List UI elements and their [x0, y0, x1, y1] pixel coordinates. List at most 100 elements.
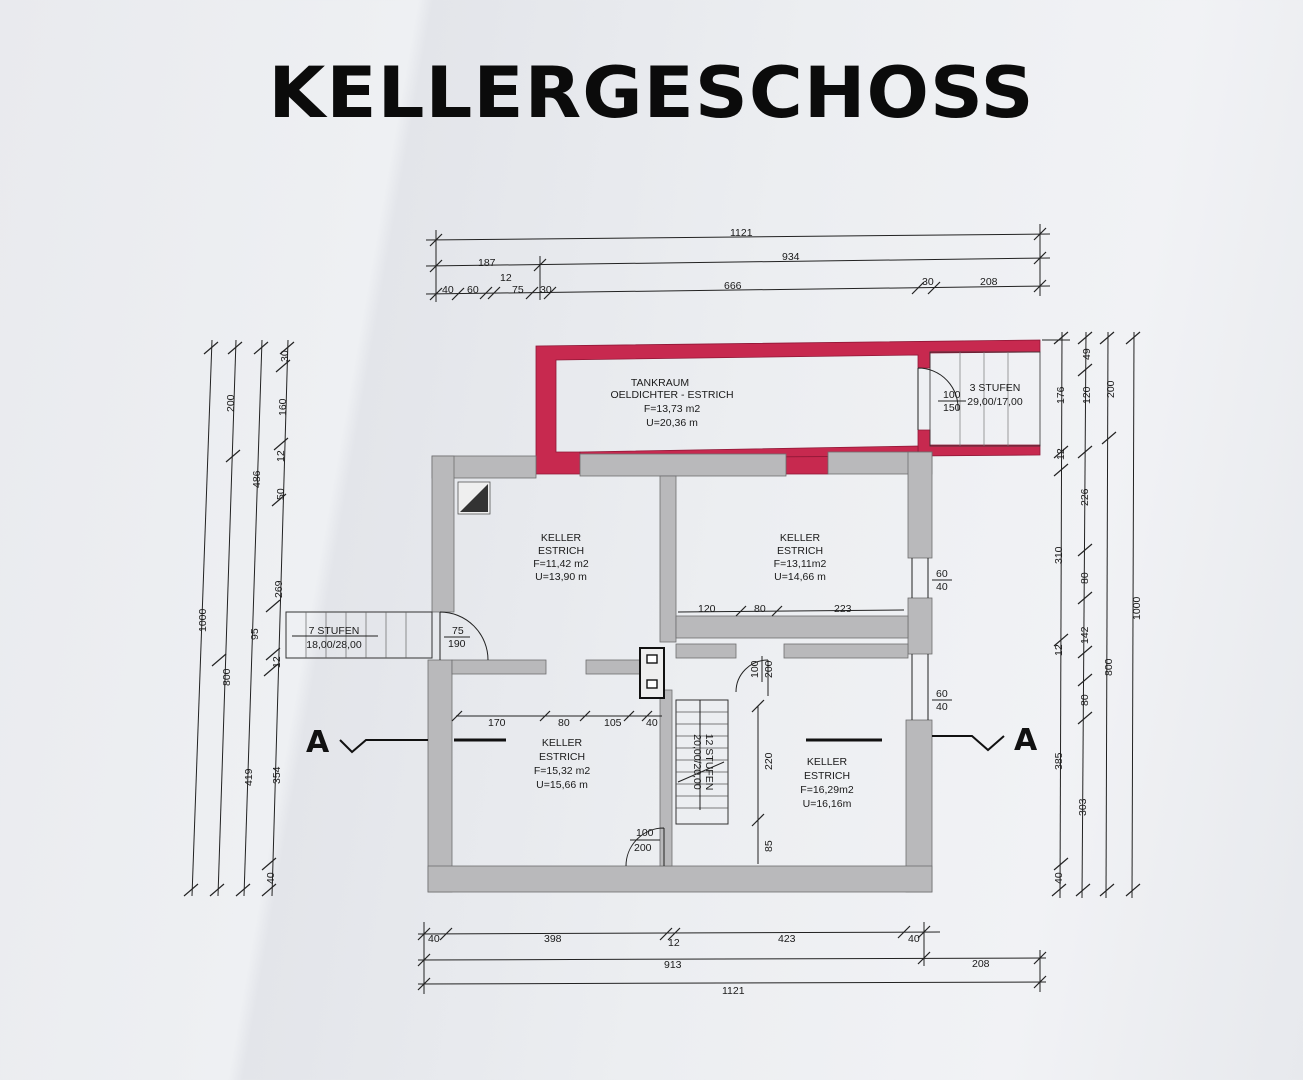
- section-label-east: A: [1014, 723, 1038, 758]
- dimension-label: 486: [251, 470, 263, 488]
- dimension-label: 1000: [197, 608, 209, 632]
- room-keller-se: KELLER ESTRICH F=16,29m2 U=16,16m: [800, 756, 854, 810]
- dimension-label: U=20,36 m: [646, 417, 698, 429]
- dimension-label: 800: [221, 668, 233, 686]
- dimension-label: 80: [558, 717, 570, 729]
- dimension-label: 30: [279, 350, 291, 362]
- dimension-label: 80: [1079, 572, 1091, 584]
- section-label-west: A: [306, 725, 330, 760]
- stair-west: [285, 611, 433, 659]
- dimension-label: 200: [763, 660, 775, 678]
- dimension-label: 120: [1081, 386, 1093, 404]
- dimension-label: 40: [646, 717, 658, 729]
- room-keller-nw: KELLER ESTRICH F=11,42 m2 U=13,90 m: [533, 532, 589, 583]
- dimension-label: 200: [1105, 380, 1117, 398]
- dimension-label: 75: [452, 625, 464, 637]
- dimension-label: 7 STUFEN: [309, 625, 360, 637]
- dimension-label: 1121: [730, 227, 753, 239]
- dimension-label: 187: [478, 257, 496, 269]
- dim-right: 1000 200 800 49 120 226 310 142 385 303 …: [1042, 331, 1143, 899]
- dimension-label: 105: [604, 717, 622, 729]
- dimension-label: 269: [273, 580, 285, 598]
- dimension-label: 12: [500, 272, 512, 284]
- dimension-label: 190: [448, 638, 466, 650]
- dimension-label: U=13,90 m: [535, 571, 587, 583]
- dimension-label: 60: [936, 688, 948, 700]
- dim-top: 1121 187 934 40 60 12 75 30 666 30 208: [425, 224, 1051, 302]
- dimension-label: 12: [275, 450, 287, 462]
- dimension-label: 40: [1053, 872, 1065, 884]
- dimension-label: TANKRAUM: [631, 377, 689, 389]
- dimension-label: 30: [922, 276, 934, 288]
- dimension-label: 100: [749, 660, 761, 678]
- dimension-label: 220: [763, 752, 775, 770]
- dim-bottom: 40 398 12 423 40 913 208 1121: [417, 922, 1047, 997]
- dimension-label: 12: [668, 937, 680, 949]
- dimension-label: 60: [936, 568, 948, 580]
- dimension-label: 20,00/20,00: [691, 734, 703, 790]
- dimension-label: U=16,16m: [803, 798, 852, 810]
- stair-east: [929, 351, 1041, 447]
- dimension-label: 12 STUFEN: [703, 734, 715, 791]
- dimension-label: 310: [1053, 546, 1065, 564]
- dim-left: 1000 200 800 486 419 30 160 12 50 269 95…: [183, 339, 295, 897]
- section-line-west: A: [306, 725, 506, 760]
- dimension-label: 419: [243, 768, 255, 786]
- dimension-label: 40: [936, 581, 948, 593]
- dimension-label: 120: [698, 603, 716, 615]
- dimension-label: F=16,29m2: [800, 784, 854, 796]
- dimension-label: F=13,73 m2: [644, 403, 700, 415]
- dimension-label: ESTRICH: [804, 770, 850, 782]
- dimension-label: 100: [943, 389, 961, 401]
- dimension-label: 40: [265, 872, 277, 884]
- dimension-label: KELLER: [807, 756, 848, 768]
- dimension-label: ESTRICH: [777, 545, 823, 557]
- dimension-label: 1121: [722, 985, 745, 997]
- dimension-label: F=11,42 m2: [533, 558, 589, 570]
- dimension-label: U=14,66 m: [774, 571, 826, 583]
- door-swings: [439, 367, 959, 867]
- dimension-label: 423: [778, 933, 796, 945]
- room-keller-sw: KELLER ESTRICH F=15,32 m2 U=15,66 m: [534, 737, 590, 791]
- dimension-label: 208: [980, 276, 998, 288]
- dimension-label: 50: [275, 488, 287, 500]
- dimension-label: 226: [1079, 488, 1091, 506]
- dimension-label: 80: [1079, 694, 1091, 706]
- stair-label-west: 7 STUFEN 18,00/28,00: [306, 625, 362, 651]
- dimension-label: 354: [271, 766, 283, 784]
- dimension-label: 170: [488, 717, 506, 729]
- dimension-label: 303: [1077, 798, 1089, 816]
- stair-label-inner: 12 STUFEN 20,00/20,00: [691, 734, 715, 791]
- room-tankraum: TANKRAUM OELDICHTER - ESTRICH F=13,73 m2…: [610, 377, 733, 429]
- dimension-label: 40: [908, 933, 920, 945]
- dimension-label: 18,00/28,00: [306, 639, 362, 651]
- dimension-label: F=13,11m2: [774, 558, 827, 570]
- dimension-label: 160: [277, 398, 289, 416]
- page-title: KELLERGESCHOSS: [268, 52, 1035, 134]
- dimension-label: KELLER: [780, 532, 821, 544]
- dimension-label: OELDICHTER - ESTRICH: [610, 389, 733, 401]
- dimension-label: 12: [1053, 644, 1065, 656]
- dimension-label: 40: [428, 933, 440, 945]
- dimension-label: 75: [512, 284, 524, 296]
- dimension-label: 60: [467, 284, 479, 296]
- dimension-label: KELLER: [542, 737, 583, 749]
- dimension-label: 385: [1053, 752, 1065, 770]
- dimension-label: 3 STUFEN: [970, 382, 1021, 394]
- section-line-east: A: [806, 723, 1038, 758]
- dimension-label: 200: [634, 842, 652, 854]
- dimension-label: 913: [664, 959, 682, 971]
- dimension-label: 12: [1055, 448, 1067, 460]
- dimension-label: 100: [636, 827, 654, 839]
- dimension-label: 800: [1103, 658, 1115, 676]
- dimension-label: 40: [442, 284, 454, 296]
- stair-label-east: 3 STUFEN 29,00/17,00: [967, 382, 1023, 408]
- dimension-label: 40: [936, 701, 948, 713]
- dimension-label: 150: [943, 402, 961, 414]
- dimension-label: 30: [540, 284, 552, 296]
- dimension-label: 49: [1081, 348, 1093, 360]
- dimension-label: ESTRICH: [539, 751, 585, 763]
- building-walls: [427, 451, 933, 893]
- dimension-label: 29,00/17,00: [967, 396, 1023, 408]
